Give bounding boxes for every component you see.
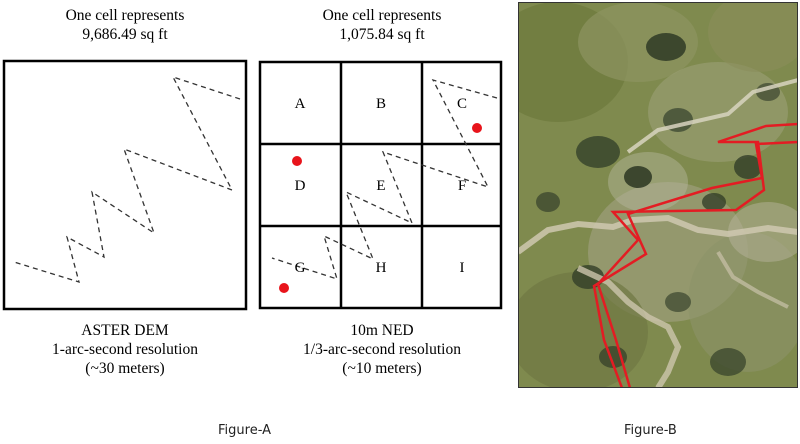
ned-footer-line3: (~10 meters): [342, 360, 422, 377]
aster-footer-line3: (~30 meters): [85, 360, 165, 377]
cell-label-h: H: [376, 260, 387, 276]
aster-caption-line2: 9,686.49 sq ft: [82, 26, 168, 43]
sample-point-marker-c: [472, 123, 482, 133]
cell-label-a: A: [295, 96, 306, 112]
cell-label-f: F: [458, 178, 466, 194]
ned-cell-caption: One cell represents 1,075.84 sq ft: [282, 6, 482, 44]
cell-label-c: C: [457, 96, 467, 112]
aster-caption-line1: One cell represents: [65, 7, 185, 24]
cell-label-e: E: [376, 178, 385, 194]
aster-footer-line1: ASTER DEM: [81, 322, 169, 339]
ned-resolution-caption: 10m NED 1/3-arc-second resolution (~10 m…: [282, 321, 482, 378]
figure-a-label: Figure-A: [218, 423, 271, 438]
aster-resolution-caption: ASTER DEM 1-arc-second resolution (~30 m…: [25, 321, 225, 378]
cell-label-b: B: [376, 96, 386, 112]
route-path-secondary: [592, 140, 798, 388]
ned-footer-line1: 10m NED: [350, 322, 414, 339]
ned-grid-lines: [258, 60, 503, 310]
figure-b-label: Figure-B: [624, 423, 677, 438]
route-path: [596, 122, 798, 388]
sample-point-marker-d: [292, 156, 302, 166]
ned-dashed-path: [271, 78, 498, 281]
aster-cell-box: [2, 59, 248, 311]
cell-label-d: D: [295, 178, 306, 194]
cell-label-i: I: [460, 260, 465, 276]
aster-cell-caption: One cell represents 9,686.49 sq ft: [25, 6, 225, 44]
sample-point-marker-g: [279, 283, 289, 293]
ned-caption-line1: One cell represents: [322, 7, 442, 24]
ned-footer-line2: 1/3-arc-second resolution: [303, 341, 461, 358]
ned-caption-line2: 1,075.84 sq ft: [339, 26, 425, 43]
aster-footer-line2: 1-arc-second resolution: [52, 341, 198, 358]
aerial-image: [518, 2, 798, 388]
cell-label-g: G: [295, 260, 306, 276]
